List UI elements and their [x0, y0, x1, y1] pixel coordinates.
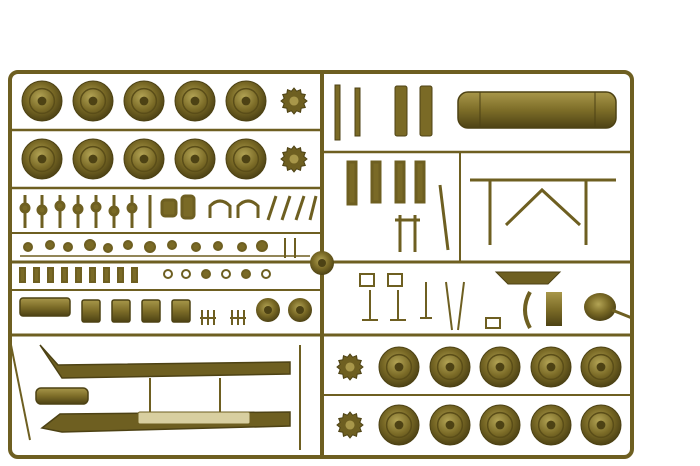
sprue-runners-left — [9, 339, 301, 450]
road-wheels-lower-right — [378, 346, 622, 446]
road-wheel — [21, 80, 63, 122]
road-wheels-upper-left — [21, 80, 267, 180]
tripod-frame — [470, 178, 616, 245]
idler-wheels — [256, 298, 312, 322]
road-wheel — [580, 404, 622, 446]
road-wheel — [225, 138, 267, 180]
sprue-frame — [8, 70, 634, 459]
drive-sprockets — [280, 87, 364, 439]
stowage-boxes — [19, 297, 191, 323]
road-wheel — [21, 138, 63, 180]
small-fittings-row — [20, 238, 310, 258]
road-wheel — [174, 80, 216, 122]
drive-sprocket — [336, 411, 364, 439]
drive-sprocket — [280, 87, 308, 115]
road-wheel — [378, 404, 420, 446]
drive-sprocket — [280, 145, 308, 173]
road-wheel — [225, 80, 267, 122]
road-wheel — [530, 346, 572, 388]
fuel-drum — [457, 91, 617, 129]
stand-parts — [359, 273, 501, 331]
road-wheel — [72, 138, 114, 180]
road-wheel — [429, 404, 471, 446]
knob-parts-row — [19, 267, 271, 283]
road-wheel — [123, 80, 165, 122]
road-wheel — [123, 138, 165, 180]
road-wheel — [72, 80, 114, 122]
rods-and-brackets — [346, 160, 450, 252]
road-wheel — [378, 346, 420, 388]
forked-parts — [200, 310, 246, 325]
road-wheel — [429, 346, 471, 388]
road-wheel — [174, 138, 216, 180]
suspension-arms — [19, 194, 318, 228]
mount-parts — [494, 271, 633, 329]
road-wheel — [530, 404, 572, 446]
drive-sprocket — [336, 353, 364, 381]
road-wheel — [479, 404, 521, 446]
road-wheel — [479, 346, 521, 388]
vent-grille — [137, 411, 251, 425]
sprue-hub — [310, 251, 334, 275]
exhaust-tubes — [334, 84, 433, 141]
road-wheel — [580, 346, 622, 388]
